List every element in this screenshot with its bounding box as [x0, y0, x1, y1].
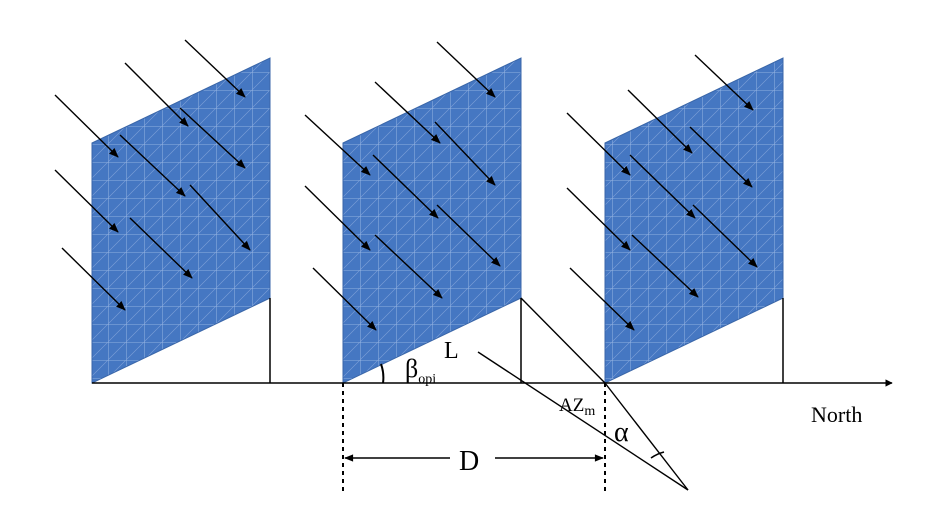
- sun-ray: [566, 187, 631, 251]
- sun-ray: [434, 121, 496, 186]
- sun-ray: [372, 154, 439, 219]
- sun-ray: [54, 169, 119, 233]
- azimuth-label: AZm: [559, 395, 595, 419]
- sun-ray: [124, 62, 189, 127]
- shadow-line: [520, 297, 606, 384]
- alpha-label: α: [614, 417, 629, 448]
- sun-ray: [569, 267, 635, 331]
- pv-panel-3: [604, 57, 784, 384]
- shadow-geometry: [380, 297, 689, 491]
- sun-ray: [692, 204, 758, 268]
- sun-ray: [566, 112, 631, 176]
- sun-ray: [689, 126, 753, 188]
- alpha-angle-arc: [650, 451, 665, 459]
- north-label: North: [811, 402, 862, 427]
- length-label: L: [444, 338, 459, 364]
- beta-angle-arc: [380, 363, 385, 384]
- pv-panel-2: [342, 57, 522, 384]
- sun-rays: [54, 39, 758, 331]
- sun-ray: [129, 217, 193, 279]
- sun-ray: [304, 114, 371, 176]
- sun-ray: [54, 94, 119, 158]
- sun-ray: [629, 154, 696, 219]
- sun-ray: [61, 247, 126, 311]
- sun-ray: [374, 234, 443, 299]
- length-line: [477, 351, 689, 491]
- sun-ray: [189, 184, 251, 251]
- sun-ray: [436, 204, 501, 267]
- beta-label: βopi: [405, 354, 436, 387]
- sun-ray: [184, 39, 246, 98]
- sun-ray: [312, 267, 377, 331]
- sun-ray: [374, 81, 441, 144]
- sun-ray: [694, 54, 754, 111]
- pv-panel-1: [91, 57, 271, 384]
- projection-line: [604, 382, 689, 491]
- sun-ray: [627, 89, 693, 154]
- sun-ray: [179, 107, 246, 169]
- sun-ray: [304, 185, 371, 251]
- distance-label: D: [459, 446, 479, 477]
- sun-ray: [119, 134, 186, 197]
- sun-ray: [436, 41, 496, 98]
- sun-ray: [631, 234, 699, 298]
